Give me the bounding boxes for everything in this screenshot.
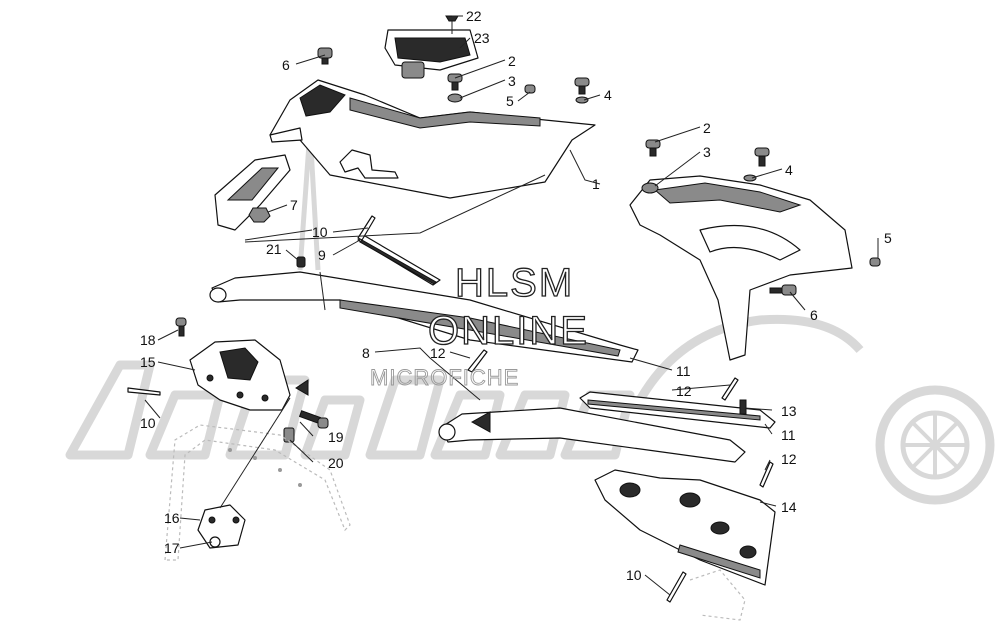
callout-12-c: 12 — [781, 451, 797, 467]
hlsm-watermark: HLSM ONLINE MICROFICHE — [370, 260, 589, 390]
rail-strip-part-11 — [579, 391, 776, 429]
fastener-18 — [175, 317, 187, 337]
callout-21: 21 — [266, 241, 282, 257]
watermark-line-1: HLSM — [455, 261, 574, 305]
fastener-4-b — [743, 147, 770, 182]
frame-outline-left — [164, 424, 351, 561]
washer-3-a — [447, 93, 463, 103]
callout-4-a: 4 — [604, 87, 612, 103]
bracket-part-15 — [189, 339, 309, 411]
watermark-line-3: MICROFICHE — [370, 365, 519, 390]
fastener-5-b — [869, 257, 881, 267]
rail-part-8-left — [209, 271, 639, 363]
watermark-line-2: ONLINE — [428, 309, 589, 353]
tie-12-low — [759, 461, 774, 488]
callout-5-b: 5 — [884, 230, 892, 246]
callout-7: 7 — [290, 197, 298, 213]
seal-strip-shade — [359, 239, 437, 285]
fastener-rivet-6-top — [317, 47, 333, 65]
side-panel-right-part-1 — [629, 175, 853, 361]
frame-outline-right — [689, 569, 746, 621]
callout-20: 20 — [328, 455, 344, 471]
callout-6-b: 6 — [810, 307, 818, 323]
frame-holes — [228, 448, 302, 487]
background-logo-watermark — [65, 129, 995, 505]
callout-11-b: 11 — [781, 427, 796, 443]
callout-12-b: 12 — [676, 383, 692, 399]
fastener-2-b — [645, 139, 661, 157]
callout-14: 14 — [781, 499, 797, 515]
callout-10-top: 10 — [312, 224, 328, 240]
plate-part-16 — [197, 504, 246, 549]
callout-19: 19 — [328, 429, 344, 445]
callout-13: 13 — [781, 403, 797, 419]
callout-23: 23 — [474, 30, 490, 46]
callout-4-b: 4 — [785, 162, 793, 178]
leader-lines — [144, 15, 879, 596]
callout-10-bottom: 10 — [626, 567, 642, 583]
callout-18: 18 — [140, 332, 156, 348]
callout-12-mid: 12 — [430, 345, 446, 361]
fastener-21 — [296, 256, 306, 268]
clip-20 — [283, 427, 295, 443]
fastener-4-a — [574, 77, 590, 104]
bolt-19 — [298, 410, 329, 429]
mount-bracket-part-14 — [594, 469, 776, 586]
callout-9: 9 — [318, 247, 326, 263]
callout-8: 8 — [362, 345, 370, 361]
callout-22: 22 — [466, 8, 482, 24]
fastener-6-b — [769, 284, 797, 296]
callout-3-a: 3 — [508, 73, 516, 89]
callout-11-a: 11 — [676, 363, 691, 379]
cowl-bracket — [339, 149, 399, 179]
console-housing-part-23 — [384, 29, 479, 79]
tie-12-right — [721, 377, 739, 401]
callout-3-b: 3 — [703, 144, 711, 160]
callout-17: 17 — [164, 540, 180, 556]
callout-5-a: 5 — [506, 93, 514, 109]
tie-10-left — [127, 387, 161, 396]
callout-10-left: 10 — [140, 415, 156, 431]
tie-12-mid — [467, 349, 488, 373]
callout-6-top: 6 — [282, 57, 290, 73]
tie-10-lower — [666, 571, 687, 603]
callout-16: 16 — [164, 510, 180, 526]
callout-2-a: 2 — [508, 53, 516, 69]
fastener-5-a — [524, 84, 536, 94]
fastener-13 — [739, 399, 747, 415]
callout-15: 15 — [140, 354, 156, 370]
side-panel-left — [214, 154, 291, 231]
callout-labels: 22 23 6 2 3 4 5 7 1 2 3 4 5 6 10 9 21 8 … — [140, 8, 892, 583]
upper-cowling-part — [269, 79, 596, 199]
rail-part-8-right — [438, 407, 746, 463]
nut-7 — [248, 207, 271, 223]
callout-2-b: 2 — [703, 120, 711, 136]
callout-1: 1 — [592, 176, 600, 192]
washer-3-b — [641, 182, 659, 194]
